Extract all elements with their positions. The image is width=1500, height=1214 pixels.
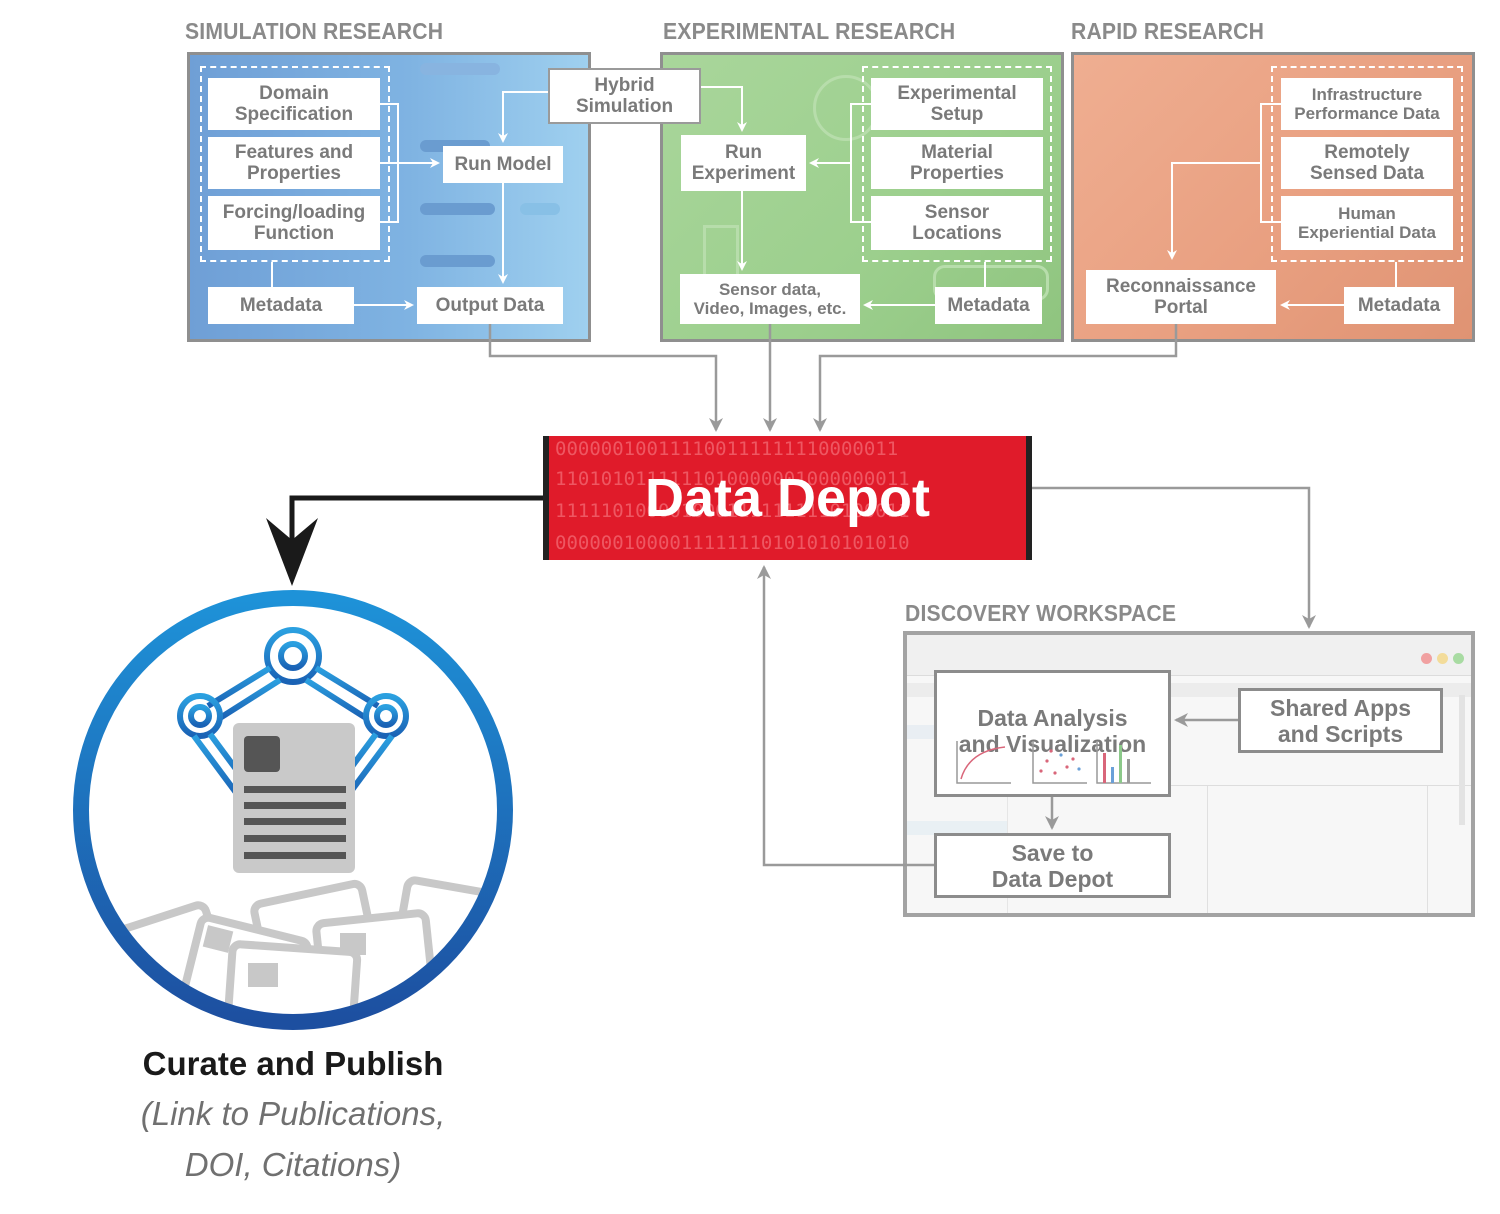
- forcing-loading-box: Forcing/loading Function: [208, 196, 380, 250]
- save-to-data-depot-box: Save to Data Depot: [934, 833, 1171, 898]
- experimental-research-title: EXPERIMENTAL RESEARCH: [663, 18, 956, 44]
- data-depot-label: Data Depot: [644, 468, 931, 528]
- hybrid-simulation-box: Hybrid Simulation: [548, 68, 701, 124]
- experimental-metadata-box: Metadata: [935, 287, 1042, 324]
- binary-row: 1101010111111010000001000000011: [555, 468, 910, 490]
- sensor-data-box: Sensor data, Video, Images, etc.: [680, 274, 860, 324]
- remotely-sensed-box: Remotely Sensed Data: [1281, 137, 1453, 189]
- reconnaissance-portal-box: Reconnaissance Portal: [1086, 270, 1276, 324]
- curate-subtitle-line1: (Link to Publications,: [140, 1095, 446, 1132]
- simulation-metadata-box: Metadata: [208, 287, 354, 324]
- simulation-research-title: SIMULATION RESEARCH: [185, 18, 444, 44]
- experimental-setup-box: Experimental Setup: [871, 78, 1043, 130]
- experimental-inputs-group: [862, 66, 1052, 262]
- window-maximize-dot: [1453, 653, 1464, 664]
- window-close-dot: [1421, 653, 1432, 664]
- rapid-metadata-box: Metadata: [1344, 287, 1454, 324]
- run-experiment-box: Run Experiment: [681, 135, 806, 191]
- window-minimize-dot: [1437, 653, 1448, 664]
- data-depot-block: 000000100111100111111110000011 110101011…: [543, 436, 1032, 560]
- features-properties-box: Features and Properties: [208, 137, 380, 189]
- curate-publish-illustration: [73, 590, 513, 1030]
- run-model-box: Run Model: [443, 146, 563, 183]
- curate-title: Curate and Publish: [142, 1045, 444, 1082]
- domain-specification-box: Domain Specification: [208, 78, 380, 130]
- output-data-box: Output Data: [417, 287, 563, 324]
- chart-thumbnails-icon: [956, 741, 1151, 784]
- binary-row: 1111101000010001111111110100011: [555, 500, 910, 522]
- shared-apps-box: Shared Apps and Scripts: [1238, 688, 1443, 753]
- data-analysis-box: Data Analysis and Visualization: [934, 670, 1171, 797]
- discovery-workspace-title: DISCOVERY WORKSPACE: [905, 600, 1177, 626]
- rapid-research-title: RAPID RESEARCH: [1071, 18, 1265, 44]
- human-experiential-box: Human Experiential Data: [1281, 196, 1453, 250]
- binary-row: 000000100111100111111110000011: [555, 438, 899, 460]
- data-analysis-label: Data Analysis and Visualization: [958, 705, 1147, 757]
- curate-subtitle-line2: DOI, Citations): [184, 1146, 402, 1183]
- infrastructure-performance-box: Infrastructure Performance Data: [1281, 78, 1453, 130]
- binary-row: 0000001000011111110101010101010: [555, 532, 910, 554]
- sensor-locations-box: Sensor Locations: [871, 196, 1043, 250]
- rapid-inputs-group: [1271, 66, 1463, 262]
- material-properties-box: Material Properties: [871, 137, 1043, 189]
